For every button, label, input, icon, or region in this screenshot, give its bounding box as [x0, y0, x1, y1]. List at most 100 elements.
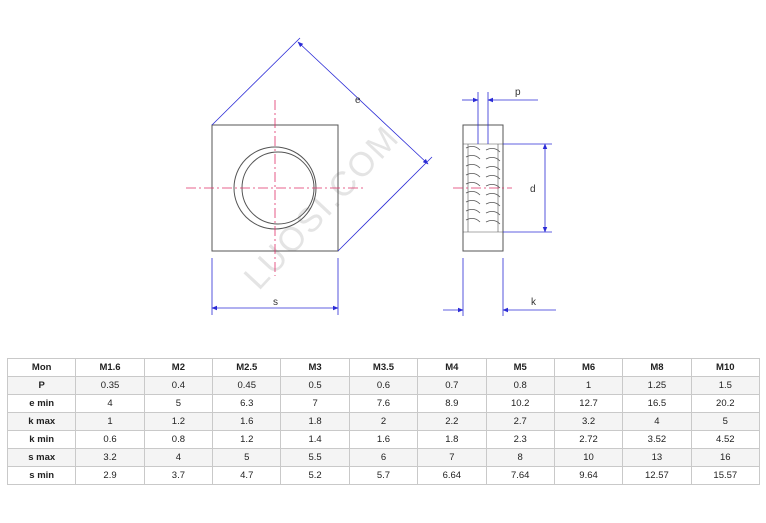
table-cell: 5	[690, 412, 761, 431]
table-row-label: s max	[6, 448, 77, 467]
table-cell: 9.64	[553, 466, 624, 485]
table-header-cell: M8	[622, 358, 692, 377]
table-row-label: e min	[6, 394, 77, 413]
table-cell: 1.8	[417, 430, 487, 449]
table-header-cell: M10	[690, 358, 761, 377]
table-row-label: k max	[6, 412, 77, 431]
table-header-cell: M1.6	[75, 358, 145, 377]
table-header-cell: M2	[143, 358, 214, 377]
thread-pattern-left	[465, 146, 481, 223]
table-header-cell: M6	[553, 358, 624, 377]
table-cell: 7.64	[485, 466, 555, 485]
table-cell: 3.2	[75, 448, 145, 467]
table-cell: 10	[553, 448, 624, 467]
table-cell: 16	[690, 448, 761, 467]
side-view	[453, 124, 512, 252]
table-corner-cell: Mon	[6, 358, 77, 377]
table-cell: 0.7	[417, 376, 487, 395]
table-cell: 2.72	[553, 430, 624, 449]
table-cell: 4	[143, 448, 214, 467]
table-cell: 0.8	[143, 430, 214, 449]
dimension-s: s	[211, 258, 339, 315]
table-header-cell: M2.5	[212, 358, 282, 377]
table-cell: 3.7	[143, 466, 214, 485]
table-header-cell: M3	[280, 358, 350, 377]
table-cell: 5	[143, 394, 214, 413]
dimension-d-label: d	[530, 184, 536, 195]
table-cell: 5	[212, 448, 282, 467]
table-row-label: k min	[6, 430, 77, 449]
table-cell: 1.8	[280, 412, 350, 431]
table-cell: 5.7	[348, 466, 419, 485]
table-cell: 12.57	[622, 466, 692, 485]
table-row-label: s min	[6, 466, 77, 485]
front-view	[186, 100, 364, 276]
table-cell: 4	[622, 412, 692, 431]
table-cell: 1.6	[348, 430, 419, 449]
table-cell: 5.5	[280, 448, 350, 467]
table-cell: 6	[348, 448, 419, 467]
table-cell: 8.9	[417, 394, 487, 413]
dimension-e-label: e	[355, 95, 361, 106]
table-row-label: P	[6, 376, 77, 395]
table-cell: 4.52	[690, 430, 761, 449]
table-header-cell: M5	[485, 358, 555, 377]
table-cell: 20.2	[690, 394, 761, 413]
dimension-p: p	[462, 87, 538, 144]
table-cell: 10.2	[485, 394, 555, 413]
table-cell: 6.64	[417, 466, 487, 485]
table-header-cell: M4	[417, 358, 487, 377]
table-header-cell: M3.5	[348, 358, 419, 377]
table-cell: 12.7	[553, 394, 624, 413]
table-cell: 2.2	[417, 412, 487, 431]
table-cell: 1	[553, 376, 624, 395]
table-cell: 1.2	[143, 412, 214, 431]
table-cell: 0.35	[75, 376, 145, 395]
thread-pattern-right	[485, 148, 501, 225]
table-cell: 2	[348, 412, 419, 431]
table-cell: 13	[622, 448, 692, 467]
table-cell: 3.52	[622, 430, 692, 449]
table-cell: 1.6	[212, 412, 282, 431]
square-nut-drawing: LUOSI.COM e s p	[186, 37, 556, 316]
table-cell: 7.6	[348, 394, 419, 413]
dimension-p-label: p	[515, 87, 521, 98]
table-cell: 1.5	[690, 376, 761, 395]
dimension-e: e	[211, 37, 433, 252]
table-cell: 1.25	[622, 376, 692, 395]
table-cell: 15.57	[690, 466, 761, 485]
dimension-e-line	[297, 41, 429, 165]
table-cell: 4.7	[212, 466, 282, 485]
dimension-k: k	[443, 258, 556, 316]
table-cell: 0.5	[280, 376, 350, 395]
table-cell: 2.3	[485, 430, 555, 449]
dimension-d: d	[503, 143, 552, 233]
table-cell: 7	[417, 448, 487, 467]
table-cell: 1	[75, 412, 145, 431]
table-cell: 4	[75, 394, 145, 413]
table-cell: 8	[485, 448, 555, 467]
table-cell: 3.2	[553, 412, 624, 431]
table-cell: 2.9	[75, 466, 145, 485]
table-cell: 0.8	[485, 376, 555, 395]
table-cell: 0.6	[348, 376, 419, 395]
table-cell: 5.2	[280, 466, 350, 485]
table-cell: 0.45	[212, 376, 282, 395]
dimension-k-label: k	[531, 297, 537, 308]
table-cell: 0.4	[143, 376, 214, 395]
table-cell: 0.6	[75, 430, 145, 449]
table-cell: 6.3	[212, 394, 282, 413]
table-cell: 1.2	[212, 430, 282, 449]
table-cell: 7	[280, 394, 350, 413]
table-cell: 2.7	[485, 412, 555, 431]
table-cell: 16.5	[622, 394, 692, 413]
dimension-s-label: s	[273, 297, 278, 308]
